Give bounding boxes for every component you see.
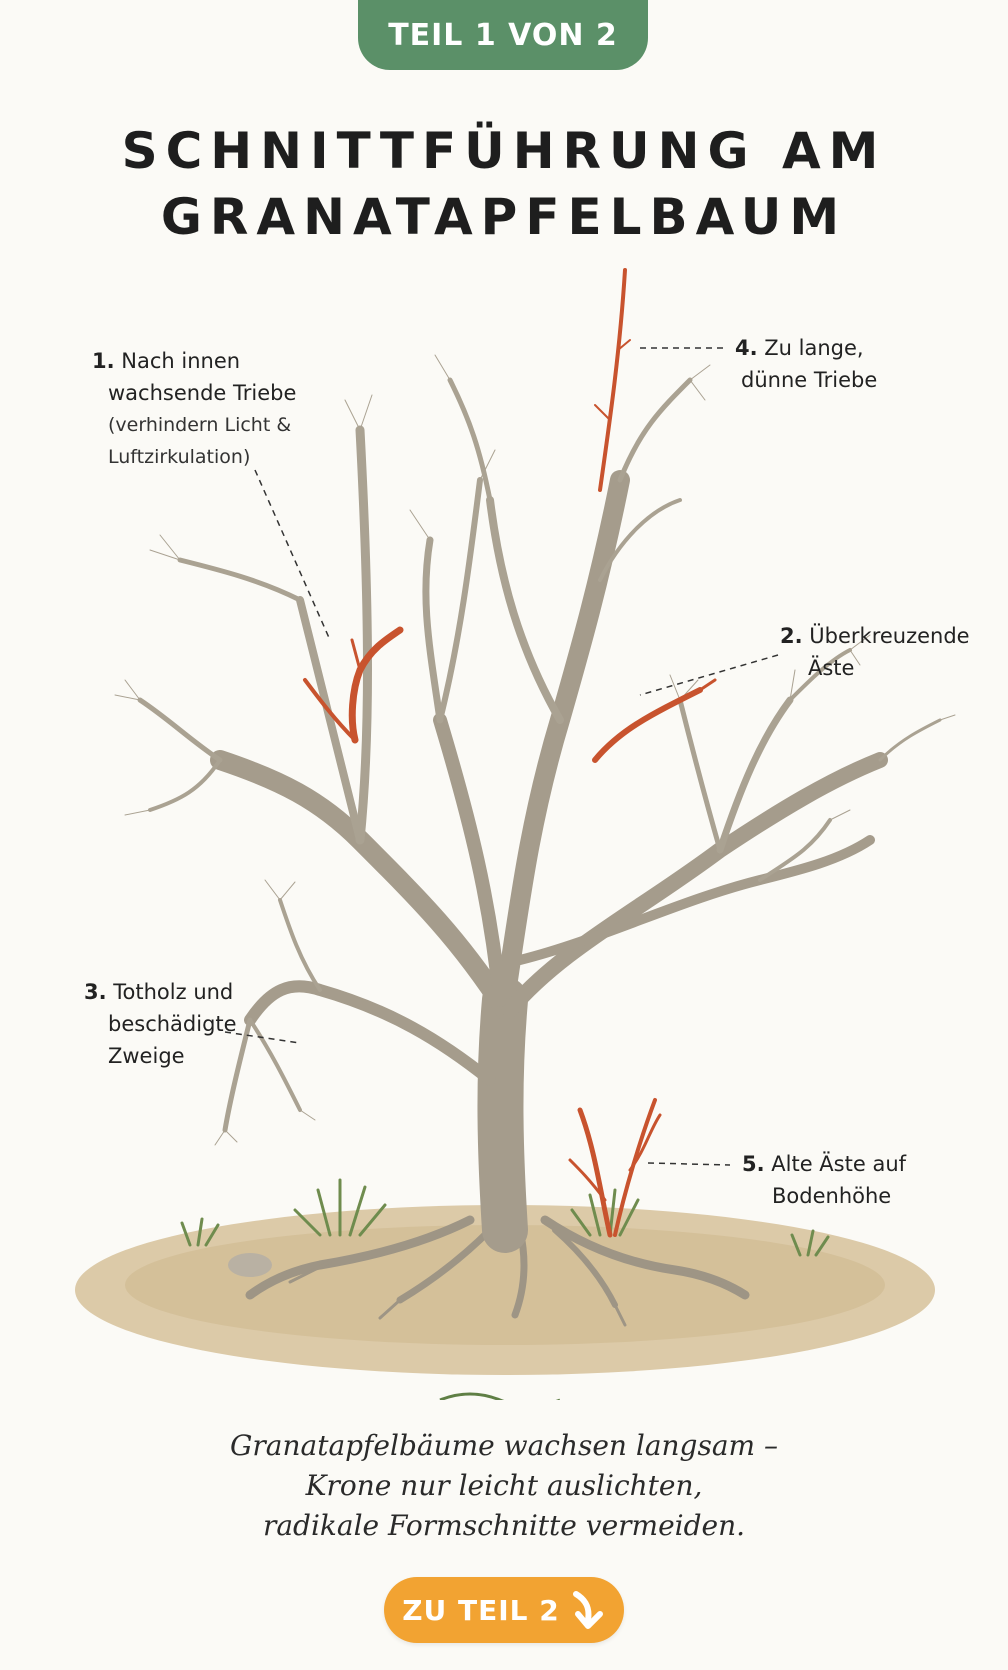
annotation-1-sub-2: Luftzirkulation) bbox=[108, 446, 251, 468]
caption-line-2: Krone nur leicht auslichten, bbox=[305, 1469, 703, 1502]
annotation-3-line-2: beschädigte bbox=[108, 1012, 237, 1036]
annotation-2-line-1: Überkreuzende bbox=[809, 624, 970, 648]
annotation-1-sub-1: (verhindern Licht & bbox=[108, 414, 292, 436]
annotation-1-line-2: wachsende Triebe bbox=[108, 381, 297, 405]
annotation-5-line-2: Bodenhöhe bbox=[772, 1184, 892, 1208]
arrow-down-right-icon bbox=[572, 1591, 603, 1629]
cut-ground-sucker bbox=[577, 1107, 613, 1238]
caption-line-3: radikale Formschnitte vermeiden. bbox=[262, 1509, 746, 1542]
annotation-5-line-1: Alte Äste auf bbox=[771, 1152, 907, 1176]
annotation-1-line-1: Nach innen bbox=[121, 349, 241, 373]
stone bbox=[228, 1253, 272, 1277]
annotation-1-number: 1. bbox=[92, 349, 115, 373]
page-title: SCHNITTFÜHRUNG AM GRANATAPFELBAUM bbox=[0, 118, 1008, 250]
leader-line-3 bbox=[224, 1031, 301, 1044]
annotation-3-line-1: Totholz und bbox=[113, 980, 234, 1004]
annotation-3: 3. Totholz und beschädigte Zweige bbox=[84, 976, 237, 1072]
cut-long-shoot bbox=[598, 268, 627, 492]
annotation-3-line-3: Zweige bbox=[108, 1044, 185, 1068]
tree-trunk bbox=[210, 470, 888, 1253]
tree-branches bbox=[114, 354, 956, 1146]
annotation-2-line-2: Äste bbox=[808, 656, 855, 680]
title-line-1: SCHNITTFÜHRUNG AM bbox=[121, 122, 887, 180]
title-line-2: GRANATAPFELBAUM bbox=[160, 188, 848, 246]
cut-crossing-branch bbox=[592, 687, 703, 763]
annotation-4-line-2: dünne Triebe bbox=[741, 368, 878, 392]
leader-line-5 bbox=[647, 1162, 731, 1166]
annotation-2-number: 2. bbox=[780, 624, 803, 648]
caption: Granatapfelbäume wachsen langsam – Krone… bbox=[0, 1426, 1008, 1546]
part-badge: TEIL 1 VON 2 bbox=[358, 0, 648, 70]
annotation-5: 5. Alte Äste auf Bodenhöhe bbox=[742, 1148, 906, 1212]
annotation-1: 1. Nach innen wachsende Triebe (verhinde… bbox=[92, 345, 296, 473]
next-part-button[interactable]: ZU TEIL 2 bbox=[384, 1577, 624, 1643]
ground bbox=[75, 1205, 935, 1400]
caption-line-1: Granatapfelbäume wachsen langsam – bbox=[230, 1429, 778, 1462]
leader-line-2 bbox=[639, 654, 779, 696]
cut-branches bbox=[303, 268, 717, 1238]
leader-line-1 bbox=[254, 469, 331, 641]
grass bbox=[180, 1178, 830, 1257]
cut-inward-shoot bbox=[348, 626, 404, 744]
annotation-3-number: 3. bbox=[84, 980, 107, 1004]
annotation-4-line-1: Zu lange, bbox=[764, 336, 864, 360]
tree-illustration bbox=[75, 268, 956, 1400]
annotation-2: 2. Überkreuzende Äste bbox=[780, 620, 970, 684]
annotation-5-number: 5. bbox=[742, 1152, 765, 1176]
annotation-4: 4. Zu lange, dünne Triebe bbox=[735, 332, 877, 396]
annotation-4-number: 4. bbox=[735, 336, 758, 360]
leader-lines bbox=[224, 347, 779, 1166]
next-part-button-label: ZU TEIL 2 bbox=[402, 1593, 560, 1627]
